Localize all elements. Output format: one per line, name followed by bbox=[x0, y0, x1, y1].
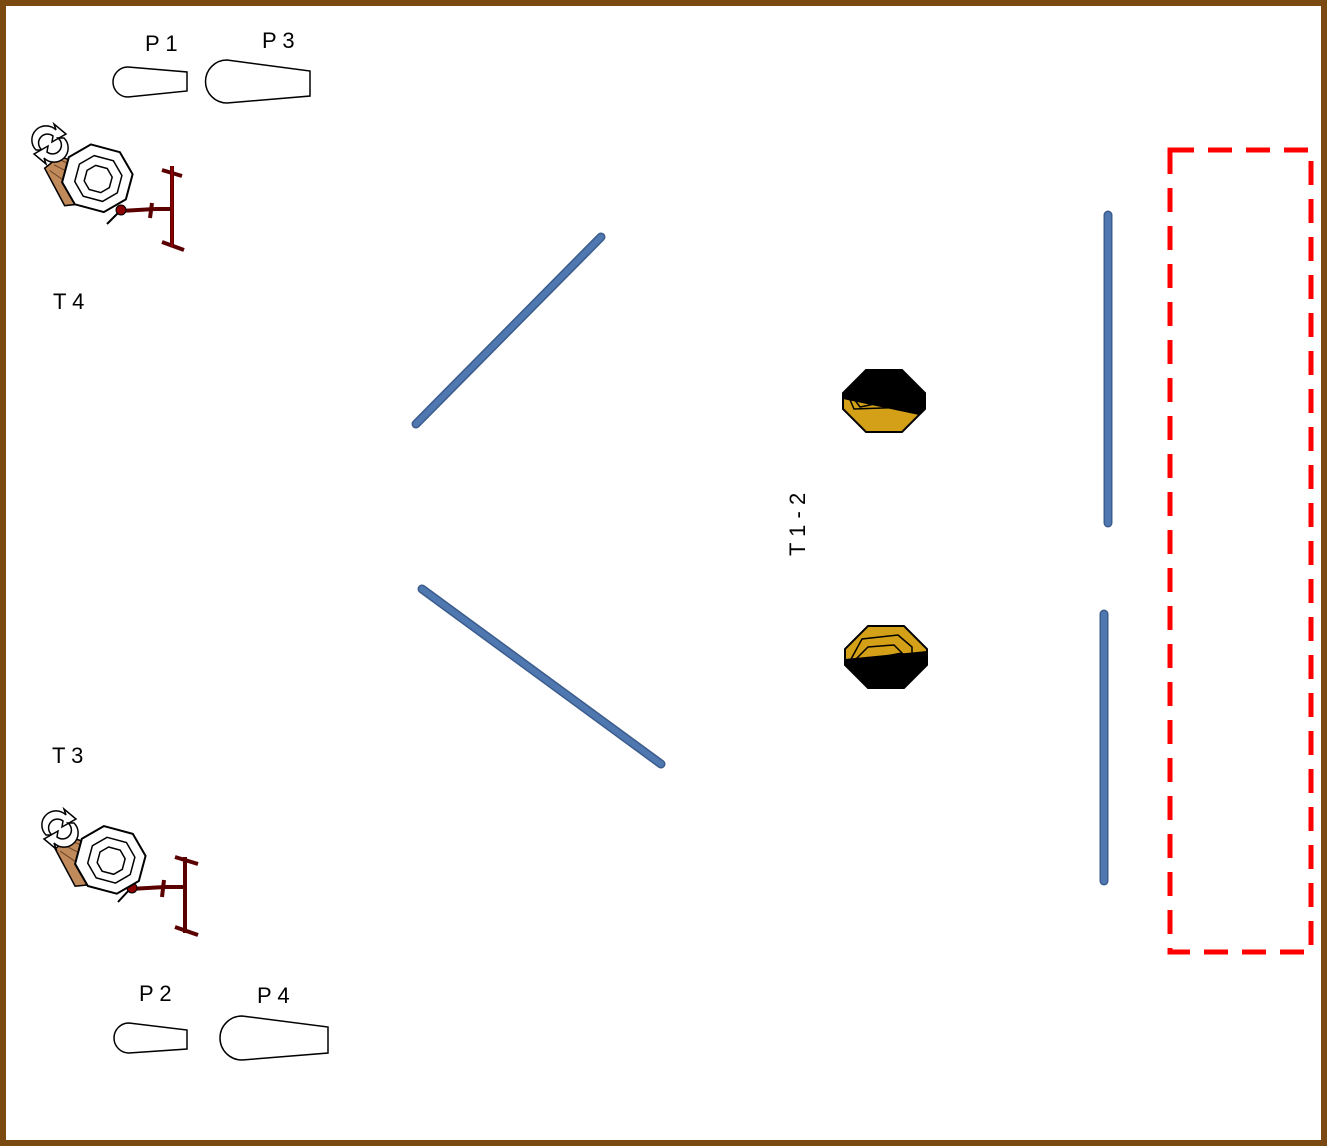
popper-icon bbox=[113, 1022, 188, 1054]
steel-plate-icon bbox=[844, 625, 928, 689]
swinger-target-icon bbox=[31, 121, 185, 252]
popper-icon bbox=[219, 1015, 329, 1061]
popper-icon bbox=[112, 66, 188, 98]
wall-lower-diagonal-highlight bbox=[419, 586, 664, 767]
steel-plate-icon bbox=[842, 369, 926, 433]
wall-upper-diagonal-highlight bbox=[413, 234, 604, 427]
label-t3: T 3 bbox=[52, 743, 83, 768]
label-t1-2: T 1 - 2 bbox=[785, 493, 810, 556]
label-p2: P 2 bbox=[139, 981, 172, 1006]
label-t4: T 4 bbox=[53, 289, 84, 314]
fault-line-icon bbox=[1167, 147, 1314, 955]
label-p3: P 3 bbox=[262, 28, 295, 53]
popper-icon bbox=[204, 59, 311, 104]
swinger-target-icon bbox=[41, 806, 199, 937]
label-p4: P 4 bbox=[257, 983, 290, 1008]
label-p1: P 1 bbox=[145, 31, 178, 56]
